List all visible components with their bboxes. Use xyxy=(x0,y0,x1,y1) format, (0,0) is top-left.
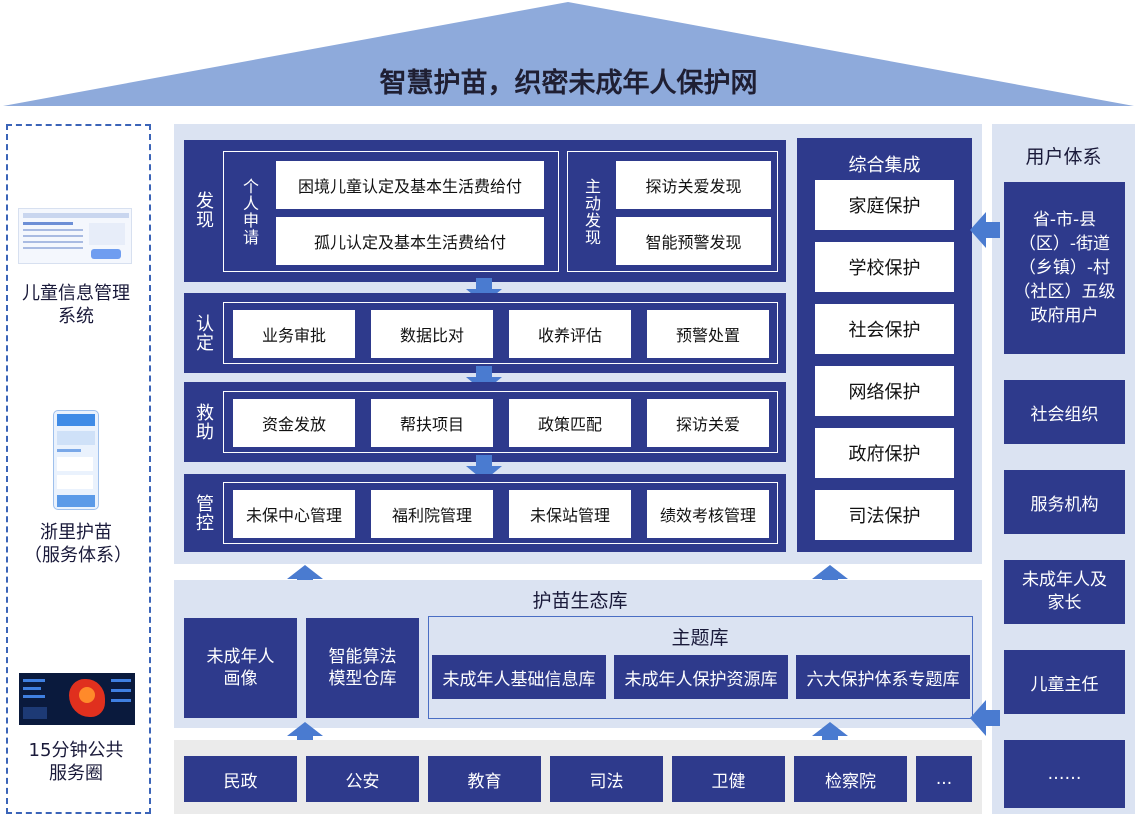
rescue-item-1: 资金发放 xyxy=(233,399,355,447)
theme-library-label: 主题库 xyxy=(600,622,800,650)
theme-item-2: 未成年人保护资源库 xyxy=(614,655,788,699)
rescue-label: 救助 xyxy=(186,387,220,457)
confirm-item-3: 收养评估 xyxy=(509,310,631,358)
active-discover-label: 主动发现 xyxy=(576,160,606,264)
discover-label: 发现 xyxy=(186,150,220,270)
theme-item-3: 六大保护体系专题库 xyxy=(796,655,970,699)
source-item-4: 司法 xyxy=(550,756,663,802)
rescue-item-2: 帮扶项目 xyxy=(371,399,493,447)
source-item-3: 教育 xyxy=(428,756,541,802)
user-item-5: 儿童主任 xyxy=(1004,650,1125,714)
user-item-6: …… xyxy=(1004,740,1125,808)
dashboard-thumbnail xyxy=(18,208,132,264)
control-item-4: 绩效考核管理 xyxy=(647,490,769,538)
source-item-1: 民政 xyxy=(184,756,297,802)
confirm-label: 认定 xyxy=(186,298,220,368)
ecosystem-label: 护苗生态库 xyxy=(480,585,680,613)
ecosystem-item-1: 未成年人画像 xyxy=(184,618,297,718)
ecosystem-item-2: 智能算法模型仓库 xyxy=(306,618,419,718)
integrate-label: 综合集成 xyxy=(797,150,972,178)
left-item-2-label: 浙里护苗（服务体系） xyxy=(24,520,128,568)
integrate-item-3: 社会保护 xyxy=(815,304,954,354)
discover-item-1: 困境儿童认定及基本生活费给付 xyxy=(276,161,544,209)
personal-apply-label: 个人申请 xyxy=(234,160,264,264)
confirm-item-4: 预警处置 xyxy=(647,310,769,358)
user-item-3: 服务机构 xyxy=(1004,470,1125,534)
theme-item-1: 未成年人基础信息库 xyxy=(432,655,606,699)
confirm-item-2: 数据比对 xyxy=(371,310,493,358)
discover-item-4: 智能预警发现 xyxy=(616,217,771,265)
control-label: 管控 xyxy=(186,478,220,548)
integrate-item-1: 家庭保护 xyxy=(815,180,954,230)
integrate-item-4: 网络保护 xyxy=(815,366,954,416)
control-item-3: 未保站管理 xyxy=(509,490,631,538)
integrate-item-2: 学校保护 xyxy=(815,242,954,292)
phone-thumbnail xyxy=(53,410,99,510)
map-thumbnail xyxy=(19,673,135,725)
source-item-6: 检察院 xyxy=(794,756,907,802)
integrate-item-5: 政府保护 xyxy=(815,428,954,478)
left-item-3-label: 15分钟公共服务圈 xyxy=(20,738,132,786)
control-item-1: 未保中心管理 xyxy=(233,490,355,538)
page-title: 智慧护苗，织密未成年人保护网 xyxy=(300,60,837,100)
user-system-label: 用户体系 xyxy=(992,140,1135,170)
user-item-4: 未成年人及家长 xyxy=(1004,560,1125,624)
discover-item-2: 孤儿认定及基本生活费给付 xyxy=(276,217,544,265)
left-arrow-icon xyxy=(970,212,1000,248)
source-item-5: 卫健 xyxy=(672,756,785,802)
confirm-item-1: 业务审批 xyxy=(233,310,355,358)
discover-item-3: 探访关爱发现 xyxy=(616,161,771,209)
rescue-item-3: 政策匹配 xyxy=(509,399,631,447)
integrate-item-6: 司法保护 xyxy=(815,490,954,540)
rescue-item-4: 探访关爱 xyxy=(647,399,769,447)
source-item-7: ... xyxy=(916,756,972,802)
source-item-2: 公安 xyxy=(306,756,419,802)
user-item-2: 社会组织 xyxy=(1004,380,1125,444)
user-item-1: 省-市-县（区）-街道（乡镇）-村（社区）五级政府用户 xyxy=(1004,182,1125,354)
left-arrow-icon xyxy=(970,700,1000,736)
left-item-1-label: 儿童信息管理系统 xyxy=(20,282,132,328)
control-item-2: 福利院管理 xyxy=(371,490,493,538)
